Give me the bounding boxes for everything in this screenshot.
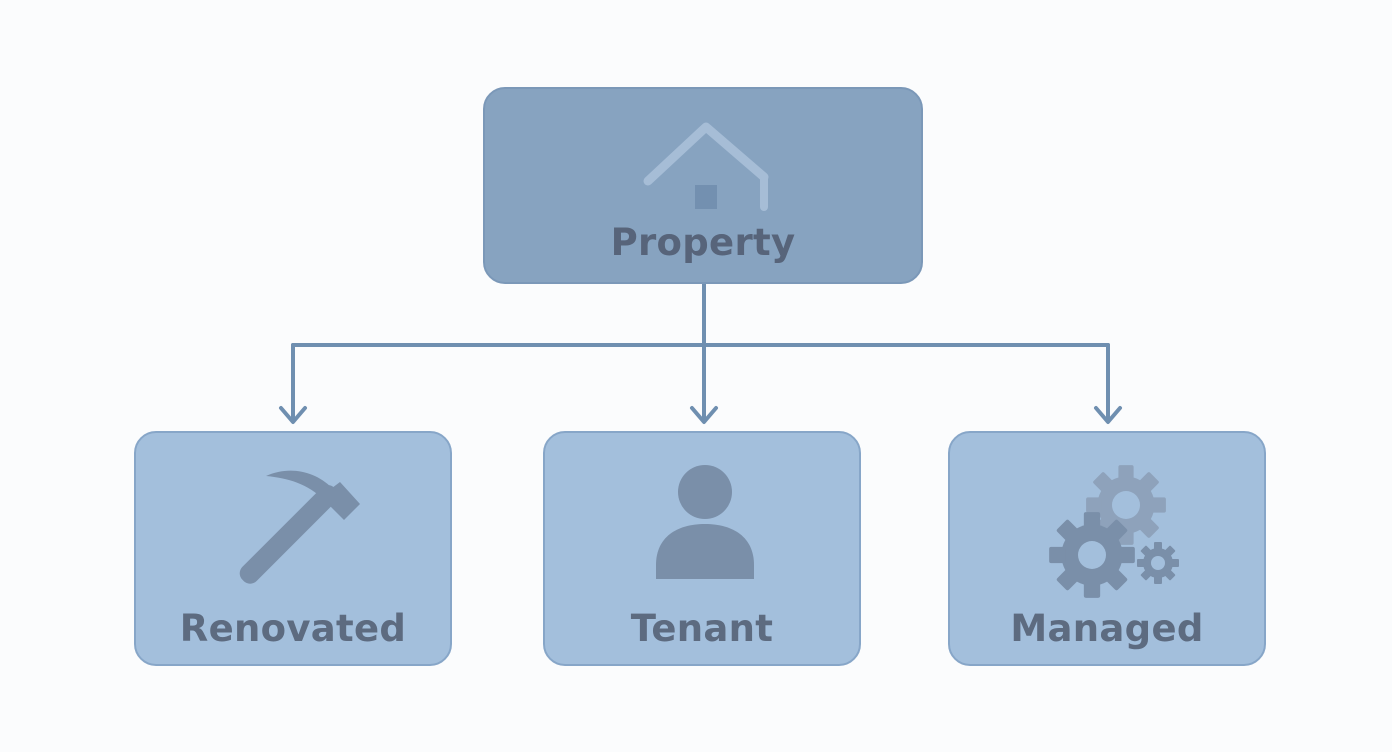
arrowhead-managed (1094, 406, 1122, 424)
node-property: Property (483, 87, 923, 284)
hammer-icon (239, 470, 360, 584)
node-renovated: Renovated (134, 431, 452, 666)
person-icon (656, 465, 754, 579)
node-label: Tenant (630, 607, 774, 650)
gears-icon (1049, 465, 1179, 598)
node-tenant: Tenant (543, 431, 861, 666)
node-label: Managed (1010, 607, 1204, 650)
node-label: Renovated (179, 607, 407, 650)
node-managed: Managed (948, 431, 1266, 666)
arrowhead-renovated (279, 406, 307, 424)
arrowhead-tenant (690, 406, 718, 424)
node-label: Property (610, 221, 796, 264)
house-icon (643, 122, 769, 211)
